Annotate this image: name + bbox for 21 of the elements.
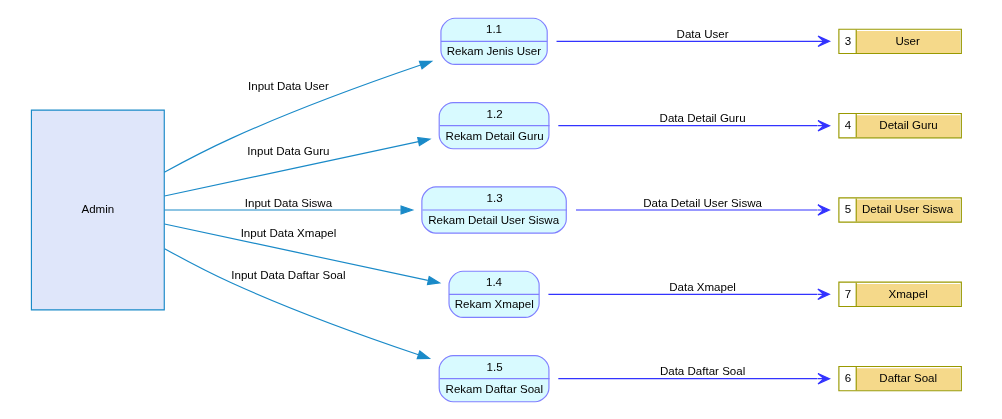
edge-label: Data Detail User Siswa [643,196,762,209]
arrow [557,372,831,384]
arrow [163,222,442,285]
node-box: Admin [30,109,165,310]
edge-label: Input Data Guru [247,144,330,157]
arrow [163,60,434,173]
arrow [163,136,432,197]
edge-label: Input Data Daftar Soal [231,268,346,281]
edge-label: Input Data User [248,79,329,92]
edge-label: Input Data Siswa [244,196,333,209]
edge-label: Data Xmapel [669,280,736,293]
arrow [164,247,432,359]
arrow [557,119,831,131]
edge-label: Data Detail Guru [659,111,746,124]
arrow [555,35,831,47]
arrow [547,288,830,300]
edge-label: Data User [676,27,729,40]
edge-label: Input Data Xmapel [240,226,337,239]
edge-label: Data Daftar Soal [659,364,746,377]
arrow [575,203,831,216]
arrow [163,204,415,215]
